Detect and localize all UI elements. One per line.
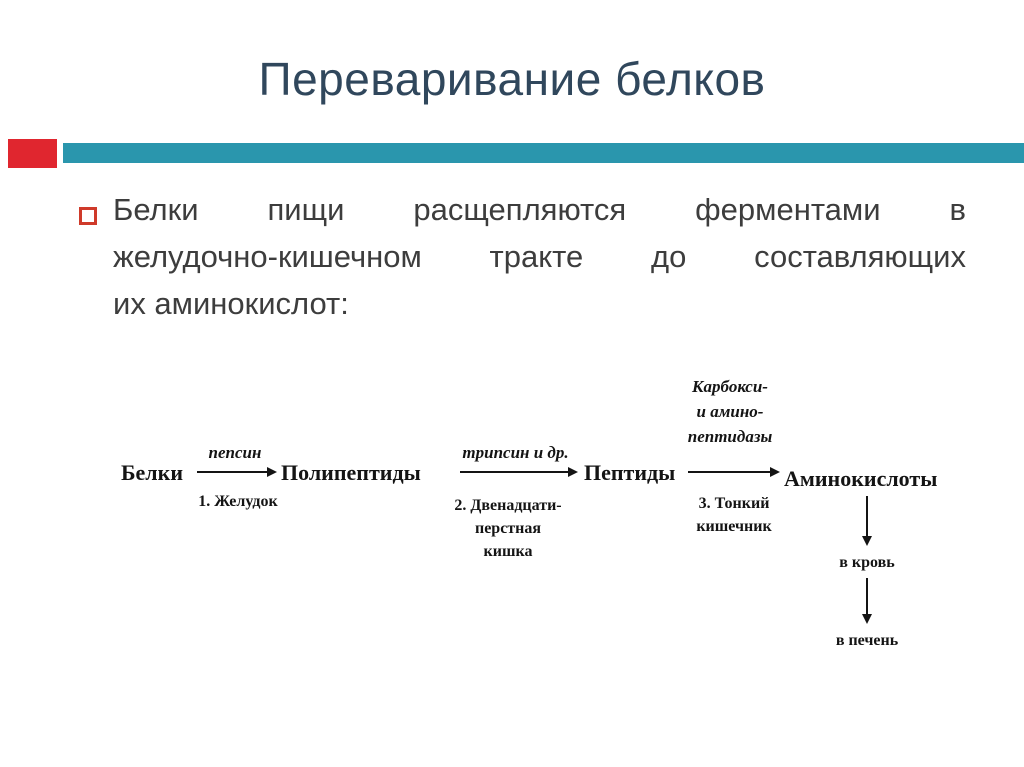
site-small-intestine-line-1: 3. Тонкий <box>698 495 770 512</box>
enzyme-trypsin-label: трипсин и др. <box>462 443 569 462</box>
site-duodenum-label: 2. Двенадцати- перстная кишка <box>448 494 568 563</box>
site-small-intestine-label: 3. Тонкий кишечник <box>678 492 790 538</box>
arrow-polypeptides-to-peptides <box>460 467 578 477</box>
bullet-line-1: Белки пищи расщепляются ферментами в <box>113 192 966 227</box>
arrow-amino-acids-to-blood <box>862 496 872 546</box>
slide-title: Переваривание белков <box>258 53 766 105</box>
node-polypeptides: Полипептиды <box>281 460 421 485</box>
site-small-intestine-line-2: кишечник <box>696 518 772 535</box>
enzyme-peptidases-line-3: пептидазы <box>687 427 773 446</box>
bullet-line-2: желудочно-кишечном тракте до составляющи… <box>113 239 966 274</box>
enzyme-pepsin-label: пепсин <box>208 443 262 462</box>
site-duodenum-line-3: кишка <box>483 543 533 560</box>
output-blood-label: в кровь <box>839 554 895 571</box>
node-peptides: Пептиды <box>584 460 676 485</box>
teal-accent-bar <box>63 143 1024 163</box>
enzyme-peptidases-line-1: Карбокси- <box>692 377 768 396</box>
enzyme-peptidases-line-2: и амино- <box>696 402 764 421</box>
bullet-line-3: их аминокислот: <box>113 286 349 321</box>
node-proteins: Белки <box>121 460 184 485</box>
arrow-proteins-to-polypeptides <box>197 467 277 477</box>
site-duodenum-line-1: 2. Двенадцати- <box>454 497 562 514</box>
node-amino-acids: Аминокислоты <box>784 466 938 491</box>
bullet-square-icon <box>79 207 97 225</box>
arrow-blood-to-liver <box>862 578 872 624</box>
bullet-text: Белки пищи расщепляются ферментами в жел… <box>113 186 966 327</box>
red-accent-block <box>8 139 57 168</box>
enzyme-peptidases-label: Карбокси- и амино- пептидазы <box>665 374 795 449</box>
output-liver-label: в печень <box>835 632 899 649</box>
arrow-peptides-to-amino-acids <box>688 467 780 477</box>
site-duodenum-line-2: перстная <box>474 520 542 537</box>
site-stomach-label: 1. Желудок <box>198 493 278 510</box>
